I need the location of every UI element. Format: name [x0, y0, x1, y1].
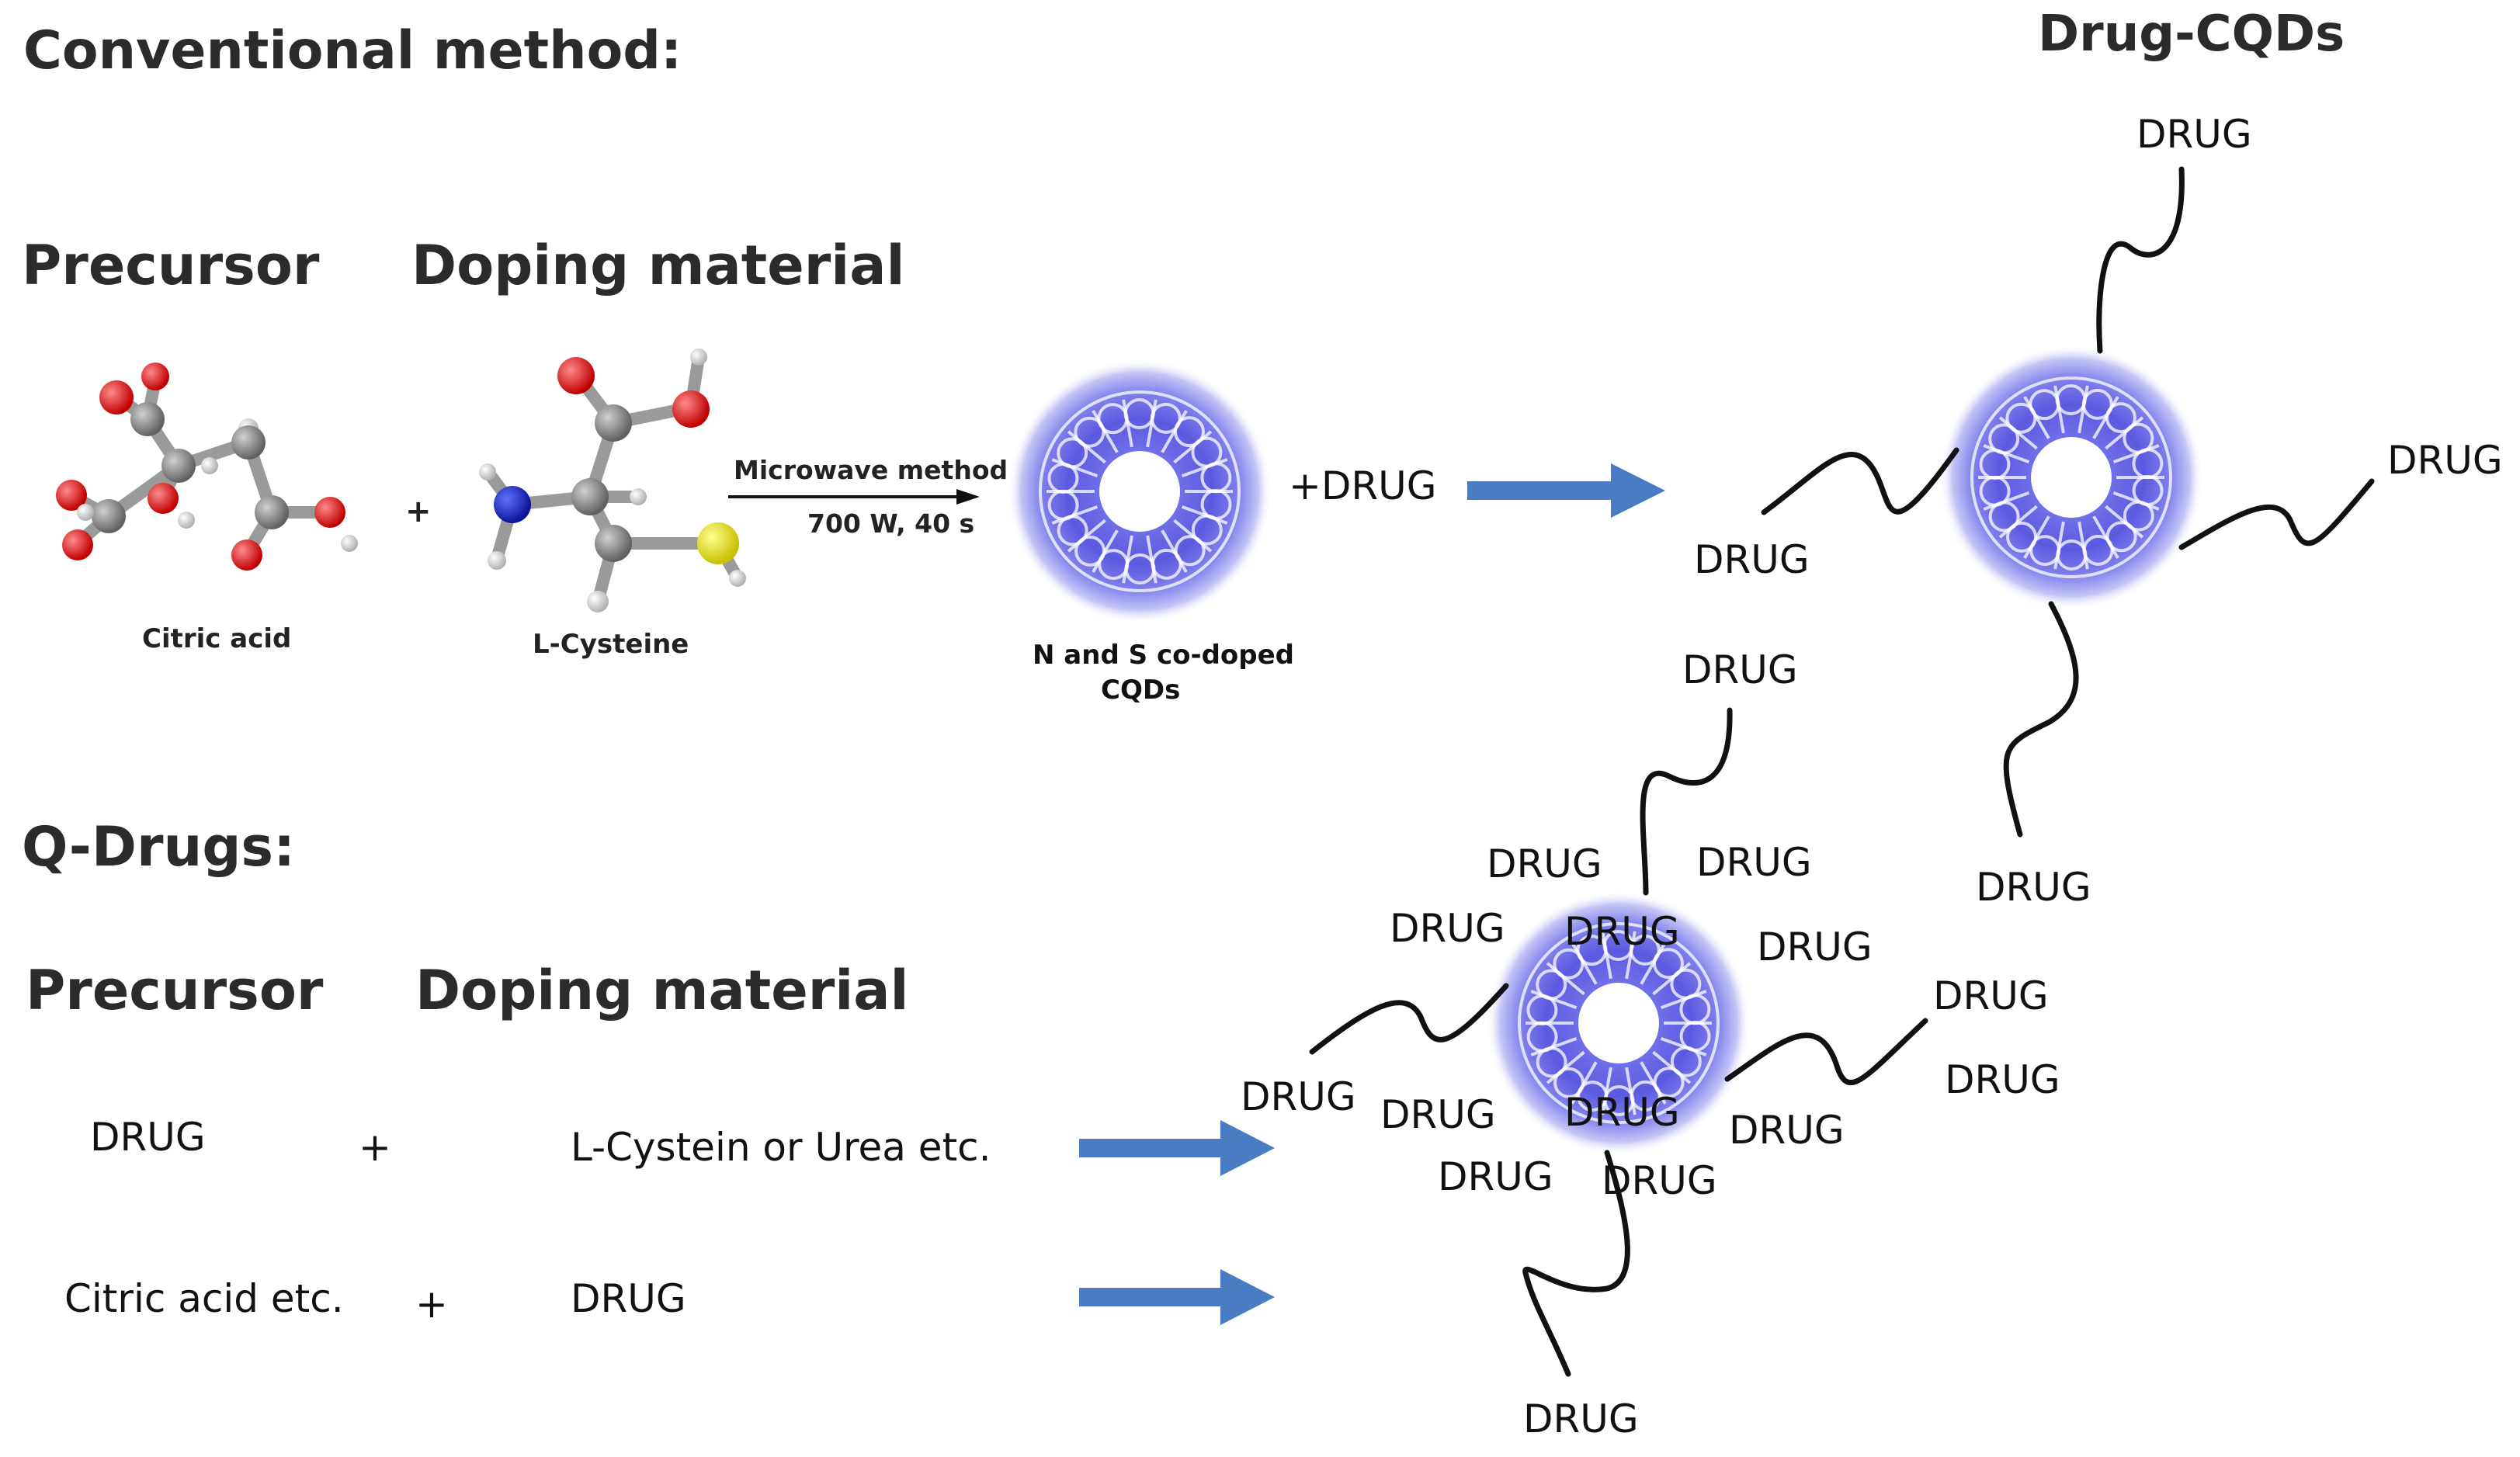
precursor-heading-bottom: Precursor	[26, 959, 324, 1022]
blue-arrow-top	[1467, 463, 1665, 518]
cqd-label-line2: CQDs	[1101, 675, 1180, 706]
drug-label-bottom-2: DRUG	[1487, 841, 1602, 886]
row2-plus: +	[415, 1282, 448, 1327]
drug-label-bottom-10: DRUG	[1380, 1092, 1496, 1137]
conventional-title: Conventional method:	[23, 20, 682, 82]
drug-label-bottom-13: DRUG	[1438, 1154, 1553, 1199]
row2-left: Citric acid etc.	[64, 1276, 344, 1321]
drug-label-bottom-9: DRUG	[1241, 1074, 1356, 1119]
drug-label-top-1: DRUG	[2136, 112, 2252, 157]
doping-heading-top: Doping material	[411, 234, 904, 297]
drug-label-bottom-1: DRUG	[1682, 647, 1798, 692]
drug-linkers-bottom	[1309, 707, 1928, 1377]
drug-label-bottom-15: DRUG	[1523, 1396, 1639, 1441]
qdrugs-title: Q-Drugs:	[22, 815, 295, 879]
doping-heading-bottom: Doping material	[415, 959, 908, 1022]
microwave-method-label: Microwave method	[734, 455, 1008, 485]
drug-cqd-particle	[1938, 344, 2205, 611]
microwave-conditions-label: 700 W, 40 s	[807, 508, 974, 539]
drug-label-bottom-11: DRUG	[1564, 1090, 1680, 1135]
add-drug-label: +DRUG	[1289, 463, 1436, 508]
drug-label-bottom-4: DRUG	[1390, 906, 1505, 951]
drug-linkers-top	[1761, 166, 2375, 838]
row2-right: DRUG	[571, 1276, 686, 1321]
drug-label-top-4: DRUG	[1976, 865, 2091, 910]
precursor-heading-top: Precursor	[22, 234, 320, 297]
drug-label-top-2: DRUG	[2387, 438, 2503, 483]
n-s-codoped-cqd	[1006, 358, 1273, 625]
row1-right: L-Cystein or Urea etc.	[571, 1125, 991, 1170]
row1-left: DRUG	[90, 1115, 206, 1160]
drug-label-bottom-14: DRUG	[1602, 1158, 1717, 1203]
drug-label-bottom-5: DRUG	[1564, 909, 1680, 954]
row1-plus: +	[359, 1125, 391, 1170]
drug-label-bottom-3: DRUG	[1696, 840, 1812, 885]
citric-acid-label: Citric acid	[142, 623, 291, 654]
blue-arrow-row1	[1079, 1120, 1275, 1176]
drug-label-bottom-7: DRUG	[1933, 973, 2049, 1018]
drug-label-bottom-12: DRUG	[1729, 1108, 1845, 1153]
drug-label-bottom-6: DRUG	[1757, 925, 1873, 970]
cqd-label-line1: N and S co-doped	[1033, 640, 1294, 671]
l-cysteine-label: L-Cysteine	[533, 629, 689, 660]
drug-cqds-title: Drug-CQDs	[2038, 5, 2345, 63]
microwave-arrow: Microwave method 700 W, 40 s	[728, 455, 1008, 539]
blue-arrow-row2	[1079, 1269, 1275, 1325]
plus-sign-top: +	[405, 494, 432, 529]
drug-label-top-3: DRUG	[1694, 537, 1810, 582]
citric-acid-molecule	[56, 363, 358, 571]
drug-label-bottom-8: DRUG	[1945, 1057, 2060, 1102]
l-cysteine-molecule	[479, 349, 746, 612]
